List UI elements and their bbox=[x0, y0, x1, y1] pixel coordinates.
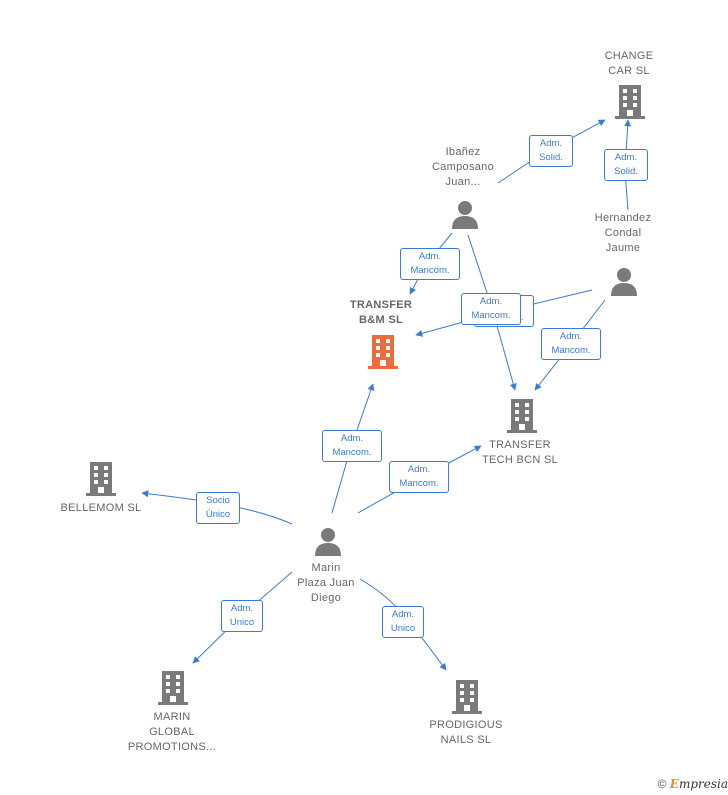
hernandez-line-3: Jaume bbox=[605, 242, 641, 254]
hernandez-line-2: Condal bbox=[604, 227, 642, 239]
footer-branding: © Empresia bbox=[658, 777, 728, 791]
edge-label-line: Solid. bbox=[539, 152, 563, 163]
marin-line-1: Marin bbox=[311, 562, 341, 574]
edge-label-line: Solid. bbox=[614, 166, 638, 177]
node-label-hernandez[interactable]: Hernandez Condal Jaume bbox=[580, 211, 666, 256]
prodigious-line-1: PRODIGIOUS bbox=[429, 719, 503, 731]
change-car-line-1: CHANGE bbox=[604, 50, 654, 62]
edge-label-line: Único bbox=[205, 509, 231, 520]
edge-label-line: Unico bbox=[390, 623, 416, 634]
edge-label-line: Mancom. bbox=[410, 265, 450, 276]
edge-label-hernandez-transfer-bcn: Adm. Mancom. bbox=[541, 328, 601, 360]
marin-line-2: Plaza Juan bbox=[297, 577, 355, 589]
marin-global-line-3: PROMOTIONS... bbox=[127, 741, 217, 753]
marin-line-3: Diego bbox=[310, 592, 342, 604]
edge-label-ibanez-change-car: Adm. Solid. bbox=[529, 135, 573, 167]
node-label-ibanez[interactable]: Ibañez Camposano Juan... bbox=[420, 145, 506, 190]
edge-label-line: Adm. bbox=[614, 152, 638, 163]
bellemom-building-icon[interactable] bbox=[86, 462, 116, 496]
edge-label-line: Mancom. bbox=[471, 310, 511, 321]
marin-global-line-2: GLOBAL bbox=[149, 726, 195, 738]
prodigious-building-icon[interactable] bbox=[452, 680, 482, 714]
node-label-transfer-bcn[interactable]: TRANSFER TECH BCN SL bbox=[470, 438, 570, 468]
transfer-bm-building-icon[interactable] bbox=[368, 335, 398, 369]
marin-global-building-icon[interactable] bbox=[158, 671, 188, 705]
prodigious-line-2: NAILS SL bbox=[440, 734, 492, 746]
edge-label-line: Adm. bbox=[559, 331, 583, 342]
edge-label-hernandez-change-car: Adm. Solid. bbox=[604, 149, 648, 181]
edge-label-line: Adm. bbox=[230, 603, 254, 614]
transfer-bm-line-2: B&M SL bbox=[359, 314, 403, 326]
transfer-bcn-line-1: TRANSFER bbox=[489, 439, 551, 451]
node-label-marin[interactable]: Marin Plaza Juan Diego bbox=[283, 561, 369, 606]
hernandez-person-icon[interactable] bbox=[611, 268, 637, 296]
edge-label-line: Socio bbox=[206, 495, 230, 506]
transfer-bcn-building-icon[interactable] bbox=[507, 399, 537, 433]
node-label-transfer-bm[interactable]: TRANSFER B&M SL bbox=[336, 298, 426, 328]
edge-label-marin-transfer-bm: Adm. Mancom. bbox=[322, 430, 382, 462]
change-car-building-icon[interactable] bbox=[615, 85, 645, 119]
node-label-prodigious[interactable]: PRODIGIOUS NAILS SL bbox=[418, 718, 514, 748]
edge-label-line: Adm. bbox=[391, 609, 415, 620]
edge-label-line: Mancom. bbox=[332, 447, 372, 458]
hernandez-line-1: Hernandez bbox=[594, 212, 652, 224]
marin-person-icon[interactable] bbox=[315, 528, 341, 556]
edge-label-line: Adm. bbox=[407, 464, 431, 475]
edge-label-line: Adm. bbox=[539, 138, 563, 149]
ibanez-line-2: Camposano bbox=[431, 161, 494, 173]
node-label-marin-global[interactable]: MARIN GLOBAL PROMOTIONS... bbox=[118, 710, 226, 755]
ibanez-line-1: Ibañez bbox=[445, 146, 481, 158]
marin-global-line-1: MARIN bbox=[153, 711, 191, 723]
edge-label-line: Mancom. bbox=[551, 345, 591, 356]
empresia-logo: Empresia bbox=[670, 777, 728, 791]
node-label-bellemom[interactable]: BELLEMOM SL bbox=[46, 501, 156, 516]
ibanez-line-3: Juan... bbox=[445, 176, 481, 188]
copyright-symbol: © bbox=[657, 777, 667, 791]
empresia-logo-rest: mpresia bbox=[678, 777, 728, 791]
edge-label-marin-global: Adm. Unico bbox=[221, 600, 263, 632]
empresia-logo-initial: E bbox=[669, 777, 679, 791]
change-car-line-2: CAR SL bbox=[608, 65, 650, 77]
edge-label-line: Mancom. bbox=[399, 478, 439, 489]
edge-label-ibanez-transfer-bm: Adm. Mancom. bbox=[400, 248, 460, 280]
edge-label-marin-transfer-bcn: Adm. Mancom. bbox=[389, 461, 449, 493]
edge-label-line: Unico bbox=[229, 617, 255, 628]
transfer-bcn-line-2: TECH BCN SL bbox=[481, 454, 559, 466]
edge-label-marin-prodigious: Adm. Unico bbox=[382, 606, 424, 638]
edge-label-line: Adm. bbox=[418, 251, 442, 262]
transfer-bm-line-1: TRANSFER bbox=[349, 299, 413, 311]
edge-label-line: Adm. bbox=[479, 296, 503, 307]
edge-label-line: Adm. bbox=[340, 433, 364, 444]
bellemom-line-1: BELLEMOM SL bbox=[60, 502, 142, 514]
node-label-change-car[interactable]: CHANGE CAR SL bbox=[590, 49, 668, 79]
edge-label-marin-bellemom: Socio Único bbox=[196, 492, 240, 524]
edge-label-ibanez-transfer-bcn: Adm. Mancom. bbox=[461, 293, 521, 325]
ibanez-person-icon[interactable] bbox=[452, 201, 478, 229]
